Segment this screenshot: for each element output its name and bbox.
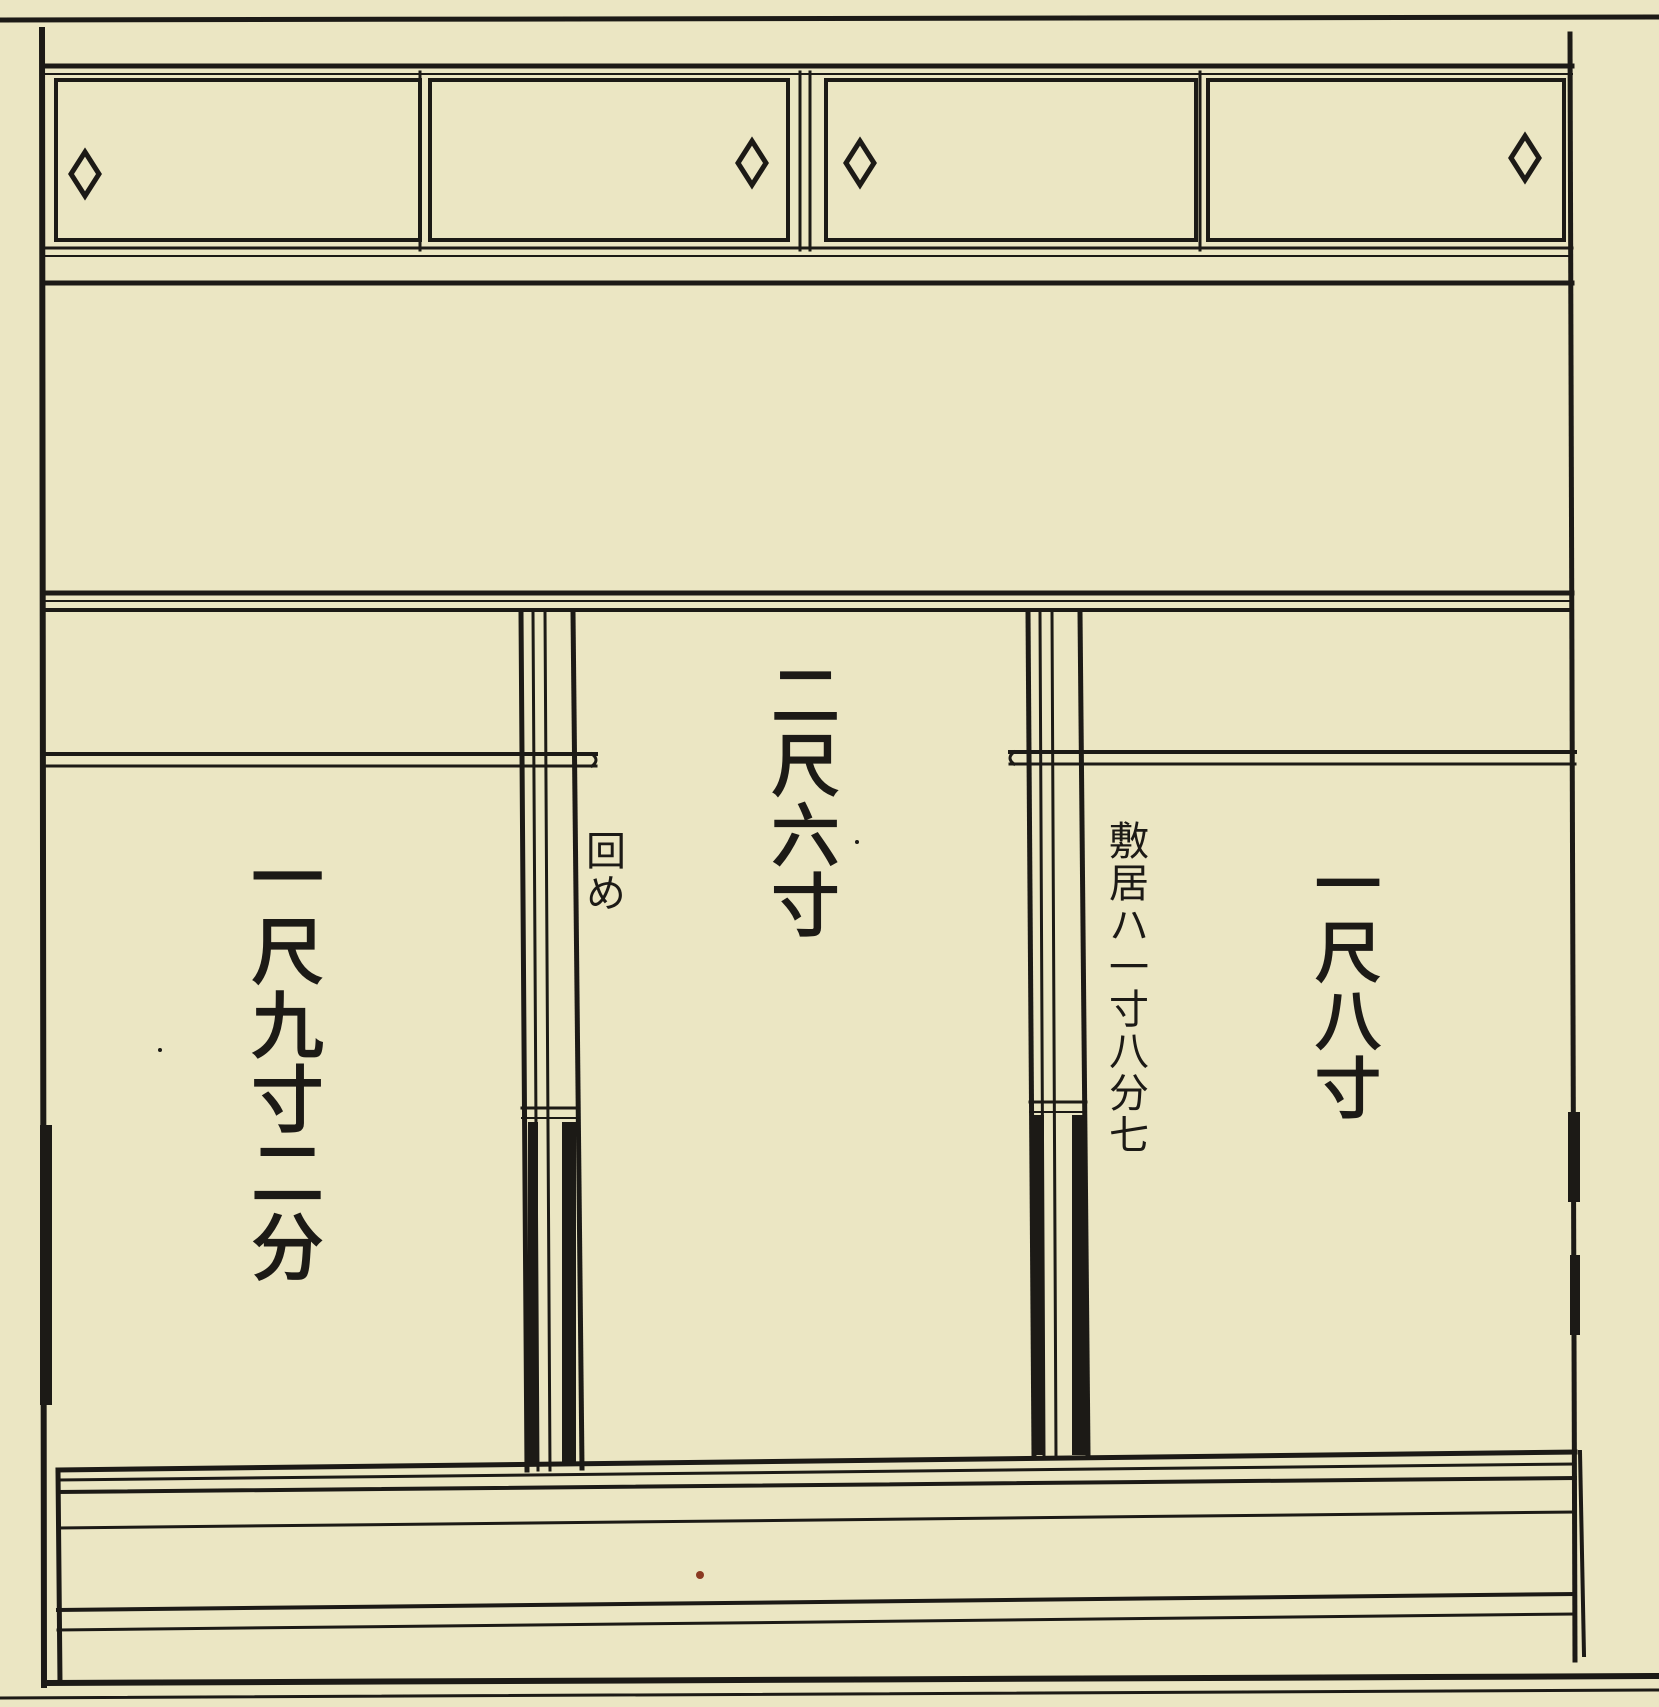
horizontal-rails xyxy=(42,749,1577,769)
upper-cabinet-panels xyxy=(54,70,1566,252)
left-post-shadow xyxy=(528,1122,576,1462)
center-width-label: 二尺六寸 xyxy=(759,660,839,940)
diamond-handle-icon xyxy=(735,136,769,190)
frame-edge-marks xyxy=(40,1112,1580,1405)
upper-panel-2 xyxy=(428,78,790,242)
outer-frame xyxy=(0,14,1659,1700)
right-width-label: 一尺八寸 xyxy=(1304,850,1382,1122)
left-width-label: 一尺九寸二分 xyxy=(239,840,324,1284)
right-post-note: 敷居ハ一寸八分七 xyxy=(1102,820,1148,1156)
upper-panel-4 xyxy=(1206,78,1566,242)
door-handles xyxy=(68,131,1542,201)
lintel xyxy=(41,590,1575,612)
upper-cabinet xyxy=(41,63,1575,286)
threshold xyxy=(55,1449,1587,1686)
diamond-handle-icon xyxy=(843,136,877,190)
diamond-handle-icon xyxy=(1508,131,1542,185)
left-post-note: 回め xyxy=(579,830,625,914)
diamond-handle-icon xyxy=(68,147,102,201)
left-post xyxy=(518,609,585,1473)
upper-panel-1 xyxy=(54,78,422,242)
upper-panel-3 xyxy=(824,78,1198,242)
ink-specks xyxy=(158,840,859,1579)
right-post-shadow xyxy=(1032,1115,1086,1455)
